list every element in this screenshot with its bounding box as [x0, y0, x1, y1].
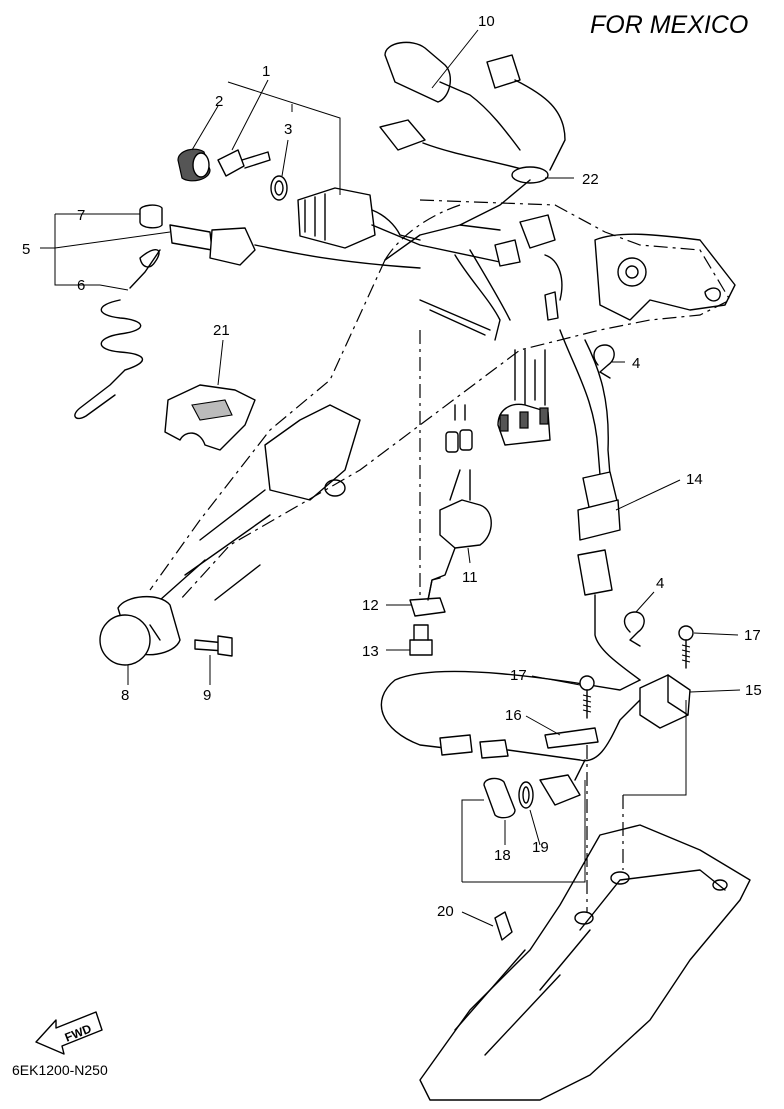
cover-part [164, 384, 256, 451]
plate-part [544, 727, 599, 749]
callout-4-lower: 4 [656, 575, 664, 592]
lead-wires [419, 214, 611, 476]
relay-part [427, 404, 492, 601]
callout-8: 8 [121, 687, 129, 704]
callout-1: 1 [262, 63, 270, 80]
callout-19: 19 [532, 839, 549, 856]
callout-7: 7 [77, 207, 85, 224]
callout-13: 13 [362, 643, 379, 660]
callout-17-left: 17 [510, 667, 527, 684]
bolt-part [194, 635, 233, 657]
callout-16: 16 [505, 707, 522, 724]
grommet-part [483, 759, 586, 819]
callout-12: 12 [362, 597, 379, 614]
clip-icon-lower [623, 611, 645, 647]
diagram-title: FOR MEXICO [590, 11, 748, 39]
callout-4-upper: 4 [632, 355, 640, 372]
bottom-plate [419, 824, 751, 1101]
callout-14: 14 [686, 471, 703, 488]
callout-11: 11 [462, 569, 478, 586]
stop-switch [139, 204, 421, 269]
label-part [494, 911, 513, 941]
main-switch [297, 187, 501, 263]
screw-part-right [678, 625, 694, 669]
bracket-part [409, 577, 446, 617]
coupler-part [577, 471, 641, 681]
switch-cap [177, 148, 211, 182]
key-part [217, 149, 271, 177]
callout-22: 22 [582, 171, 599, 188]
lanyard-cord [74, 249, 161, 420]
washer-part [270, 175, 288, 201]
callout-21: 21 [213, 322, 230, 339]
callout-labels: 1 2 3 4 4 5 6 7 8 9 10 11 12 13 14 15 16… [22, 13, 762, 920]
callout-5: 5 [22, 241, 30, 258]
callout-2: 2 [215, 93, 223, 110]
bolt-part-13 [409, 624, 433, 656]
callout-20: 20 [437, 903, 454, 920]
wiring-loop [380, 670, 641, 762]
fwd-arrow-icon: FWD [35, 1011, 103, 1055]
callout-17-right: 17 [744, 627, 761, 644]
drawing-code: 6EK1200-N250 [12, 1062, 108, 1078]
leader-lines [40, 29, 741, 927]
callout-9: 9 [203, 687, 211, 704]
screw-part-upper [579, 675, 595, 719]
harness-part [379, 41, 566, 226]
tiller-handle [149, 199, 736, 601]
callout-15: 15 [745, 682, 762, 699]
switch-part [639, 674, 691, 729]
callout-6: 6 [77, 277, 85, 294]
callout-3: 3 [284, 121, 292, 138]
callout-10: 10 [478, 13, 495, 30]
throttle-grip [99, 595, 181, 666]
clip-icon-upper [593, 344, 615, 379]
callout-18: 18 [494, 847, 511, 864]
